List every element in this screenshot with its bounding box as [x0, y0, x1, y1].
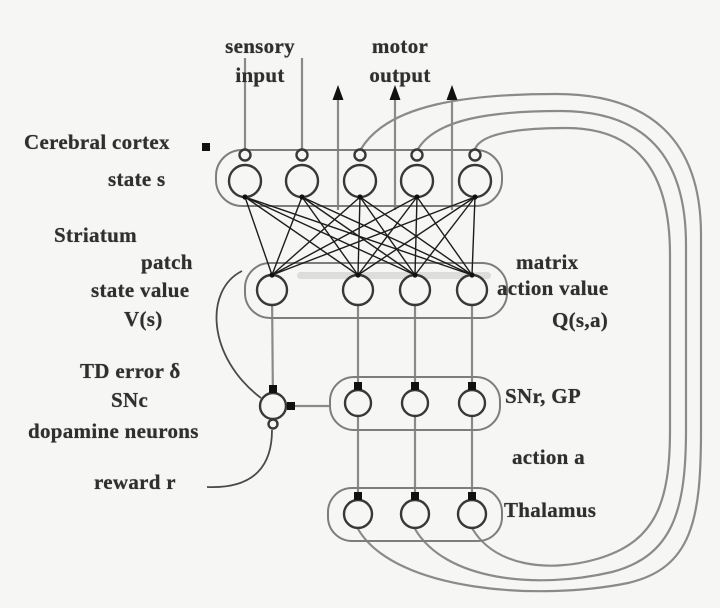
q-sa-label: Q(s,a) [552, 308, 609, 332]
patch-neuron [255, 273, 289, 307]
input-terminal [468, 148, 482, 162]
thalamus-neurons [342, 498, 488, 530]
striatum-inner-bar [297, 272, 491, 279]
snr-gp-box [329, 376, 501, 431]
feedback-loop-inner [471, 126, 672, 567]
arrowhead-icon [332, 85, 344, 100]
striatum-label: Striatum [54, 223, 137, 247]
dopamine-neurons-label: dopamine neurons [28, 419, 199, 443]
state-value-label: state value [91, 278, 190, 302]
td-error-label: TD error δ [80, 359, 181, 383]
feedback-loop-outer [357, 92, 703, 593]
cortex-neurons [227, 148, 493, 199]
state-s-label: state s [108, 167, 166, 191]
synapse-squares [202, 143, 476, 500]
input-terminal [295, 148, 309, 162]
arrowhead-icon [389, 85, 401, 100]
action-value-label: action value [497, 276, 609, 300]
feedback-loop-middle [414, 109, 688, 582]
patch-label: patch [141, 250, 193, 274]
feedback-loops [357, 92, 703, 593]
input-terminal [353, 148, 367, 162]
td-error-curve [215, 270, 262, 399]
arrowhead-icon [446, 85, 458, 100]
motor-output-arrows [332, 85, 458, 210]
reward-terminal [267, 418, 279, 430]
snr-gp-neurons [343, 388, 487, 418]
matrix-label: matrix [516, 250, 579, 274]
sensory-input-lines [243, 58, 304, 152]
synapse-dots [242, 194, 478, 278]
sensory-input-label: sensory input [225, 34, 295, 87]
thalamus-label: Thalamus [504, 498, 597, 522]
neurons [227, 148, 493, 530]
action-a-label: action a [512, 445, 585, 469]
reward-r-label: reward r [94, 470, 176, 494]
thalamus-box [327, 487, 503, 542]
striatum-neurons [255, 273, 489, 307]
containers [215, 149, 508, 542]
input-terminal [238, 148, 252, 162]
input-terminal [410, 148, 424, 162]
cortex-edge-square [202, 143, 210, 151]
snc-label: SNc [111, 388, 149, 412]
snr-gp-label: SNr, GP [505, 384, 581, 408]
cerebral-cortex-label: Cerebral cortex [24, 130, 170, 154]
motor-output-label: motor output [369, 34, 431, 87]
reward-curve [206, 429, 273, 488]
snc-neuron [258, 391, 288, 430]
v-s-label: V(s) [124, 307, 163, 331]
fan-connections [244, 196, 476, 276]
